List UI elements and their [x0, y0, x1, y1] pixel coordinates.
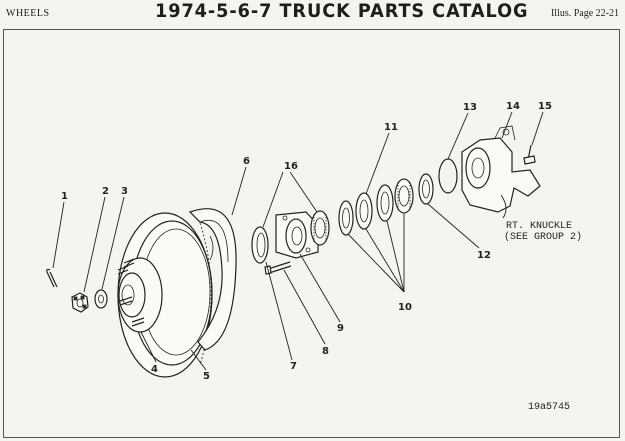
- callout-1: 1: [61, 191, 68, 202]
- callout-10: 10: [398, 302, 412, 313]
- wheel-stud: [117, 258, 145, 327]
- bearing-adapter: [275, 211, 319, 259]
- callout-16: 16: [284, 161, 298, 172]
- figure-reference: 19a5745: [528, 402, 570, 413]
- callout-8: 8: [322, 346, 329, 357]
- castle-nut: [71, 292, 89, 313]
- knuckle-note-line1: RT. KNUCKLE: [506, 221, 572, 232]
- callout-12: 12: [477, 250, 491, 261]
- illustration-frame: [3, 29, 620, 438]
- bearing-race-7: [251, 226, 269, 264]
- callout-7: 7: [290, 361, 297, 372]
- washer: [94, 289, 108, 309]
- seal-ring: [438, 158, 458, 194]
- section-label: WHEELS: [6, 8, 50, 19]
- hub-and-rotor: [117, 212, 213, 378]
- callout-5: 5: [203, 371, 210, 382]
- catalog-title: 1974-5-6-7 TRUCK PARTS CATALOG: [155, 0, 529, 22]
- callout-4: 4: [151, 364, 158, 375]
- bearing-set-10: [338, 178, 414, 236]
- callout-6: 6: [243, 156, 250, 167]
- page-number: Illus. Page 22-21: [550, 8, 619, 19]
- callout-11: 11: [384, 122, 398, 133]
- cotter-pin: [46, 268, 58, 288]
- caliper-bolt: [264, 261, 292, 275]
- splash-shield: [188, 208, 237, 351]
- leader-lines: [52, 111, 544, 371]
- spacer-ring: [418, 173, 434, 205]
- callout-14: 14: [506, 101, 520, 112]
- callout-9: 9: [337, 323, 344, 334]
- callout-13: 13: [463, 102, 477, 113]
- callout-3: 3: [121, 186, 128, 197]
- knuckle-bolt: [523, 144, 536, 165]
- knuckle-note-line2: (SEE GROUP 2): [504, 231, 582, 243]
- callout-15: 15: [538, 101, 552, 112]
- steering-knuckle: [461, 125, 541, 213]
- cone-bearing-16: [310, 210, 330, 246]
- callout-2: 2: [102, 186, 109, 197]
